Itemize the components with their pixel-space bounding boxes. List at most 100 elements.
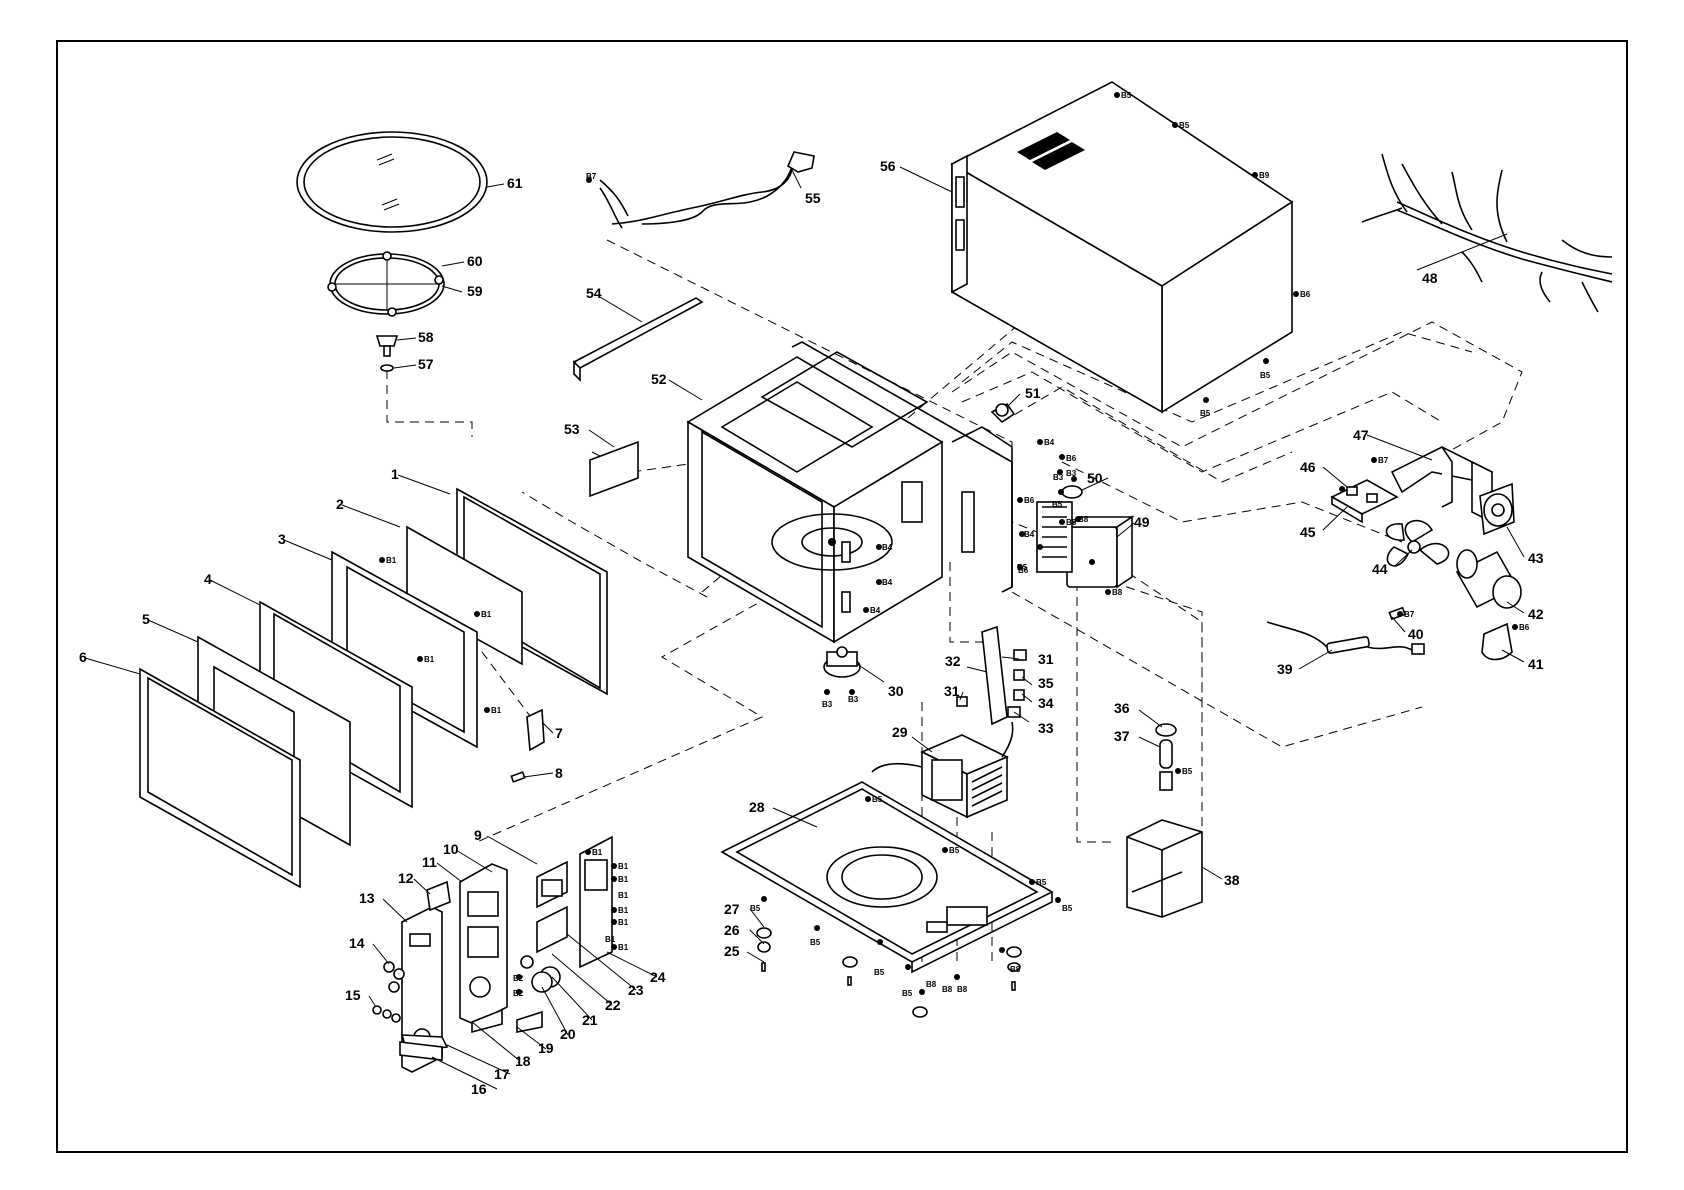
bottom-panel	[399, 1041, 443, 1061]
callout-5: 5	[142, 611, 150, 627]
callout-23: 23	[628, 982, 644, 998]
waveguide-cover	[589, 440, 639, 498]
screw-label: B8	[1078, 515, 1089, 524]
screw-label: B5	[1036, 878, 1047, 887]
callout-19: 19	[538, 1040, 554, 1056]
callout-39: 39	[1277, 661, 1293, 677]
callout-45: 45	[1300, 524, 1316, 540]
callout-41: 41	[1528, 656, 1544, 672]
screw-label: B8	[1010, 965, 1021, 974]
callout-24: 24	[650, 969, 666, 985]
callout-6: 6	[79, 649, 87, 665]
callout-4: 4	[204, 571, 212, 587]
screw-label: B5	[1260, 371, 1271, 380]
callout-59: 59	[467, 283, 483, 299]
display-window	[426, 880, 451, 912]
callout-30: 30	[888, 683, 904, 699]
screw-label: B4	[870, 606, 881, 615]
callout-27: 27	[724, 901, 740, 917]
callout-34: 34	[1038, 695, 1054, 711]
screw-label: B6	[1066, 454, 1077, 463]
door-spring	[510, 771, 526, 783]
screw-label: B6	[1300, 290, 1311, 299]
callout-29: 29	[892, 724, 908, 740]
callout-7: 7	[555, 725, 563, 741]
thermal-cutout	[990, 402, 1016, 424]
screw-label: B1	[618, 918, 629, 927]
callout-54: 54	[586, 285, 602, 301]
screw-label: B5	[874, 968, 885, 977]
turntable-coupler	[375, 335, 399, 357]
screw-label: B1	[618, 862, 629, 871]
callout-15: 15	[345, 987, 361, 1003]
callout-31a: 31	[1038, 651, 1054, 667]
callout-37: 37	[1114, 728, 1130, 744]
callout-26: 26	[724, 922, 740, 938]
knob	[531, 966, 561, 993]
door-screen-plate	[406, 525, 523, 666]
encoder	[520, 955, 534, 969]
callout-56: 56	[880, 158, 896, 174]
callout-61: 61	[507, 175, 523, 191]
base-plate	[720, 781, 1054, 974]
screw-label: B3	[1053, 473, 1064, 482]
callout-44: 44	[1372, 561, 1388, 577]
callout-31b: 31	[944, 683, 960, 699]
callout-51: 51	[1025, 385, 1041, 401]
screw-label: B8	[1066, 518, 1077, 527]
callout-2: 2	[336, 496, 344, 512]
callout-17: 17	[494, 1066, 510, 1082]
callout-53: 53	[564, 421, 580, 437]
screw-label: B1	[491, 706, 502, 715]
screw-label: B6	[1018, 566, 1029, 575]
callout-42: 42	[1528, 606, 1544, 622]
screw-label: B1	[605, 935, 616, 944]
callout-48: 48	[1422, 270, 1438, 286]
screw-label: B1	[618, 875, 629, 884]
screw-label: B4	[882, 543, 893, 552]
callout-33: 33	[1038, 720, 1054, 736]
callout-55: 55	[805, 190, 821, 206]
callout-60: 60	[467, 253, 483, 269]
callout-52: 52	[651, 371, 667, 387]
callout-11: 11	[422, 854, 437, 870]
relay-board	[1330, 479, 1399, 524]
callout-46: 46	[1300, 459, 1316, 475]
callout-16: 16	[471, 1081, 487, 1097]
screw-label: B5	[1052, 500, 1063, 509]
screw-label: B1	[618, 943, 629, 952]
screw-label: B3	[1066, 469, 1077, 478]
callout-labels: 1 2 3 4 5 6 7 8 9 10 11 12 13 14 15 16 1…	[79, 158, 1544, 1097]
screw-label: B6	[1519, 623, 1530, 632]
screw-label: B4	[882, 578, 893, 587]
power-cord	[599, 151, 815, 229]
lamp-holder-bracket	[1126, 819, 1203, 918]
callout-57: 57	[418, 356, 434, 372]
callout-50: 50	[1087, 470, 1103, 486]
callout-8: 8	[555, 765, 563, 781]
turntable-motor	[823, 646, 861, 678]
wire-harness	[1361, 153, 1613, 313]
screw-label: B1	[386, 556, 397, 565]
drawing-frame: 1 2 3 4 5 6 7 8 9 10 11 12 13 14 15 16 1…	[56, 40, 1628, 1153]
roller-ring	[327, 251, 445, 317]
pcb-key	[536, 860, 568, 954]
callout-1: 1	[391, 466, 399, 482]
screw-label: B2	[513, 989, 524, 998]
glass-turntable-tray	[296, 131, 488, 233]
callout-58: 58	[418, 329, 434, 345]
screw-label: B1	[481, 610, 492, 619]
screw-label: B5	[1182, 767, 1193, 776]
screw-labels: B1 B1 B1 B1 B1 B1 B1 B1 B1 B1 B1 B1 B2 B…	[386, 91, 1530, 998]
high-voltage-diode	[1266, 621, 1425, 655]
door-hook	[526, 708, 545, 752]
screw-label: B1	[424, 655, 435, 664]
screw-label: B5	[1121, 91, 1132, 100]
fan-motor-bracket	[1390, 446, 1494, 524]
leader-lines	[84, 166, 1525, 1090]
high-voltage-transformer	[871, 721, 1014, 819]
screw-label: B5	[750, 904, 761, 913]
door-outer-panel	[139, 667, 301, 889]
foot	[756, 927, 1022, 1018]
screw-label: B5	[810, 938, 821, 947]
